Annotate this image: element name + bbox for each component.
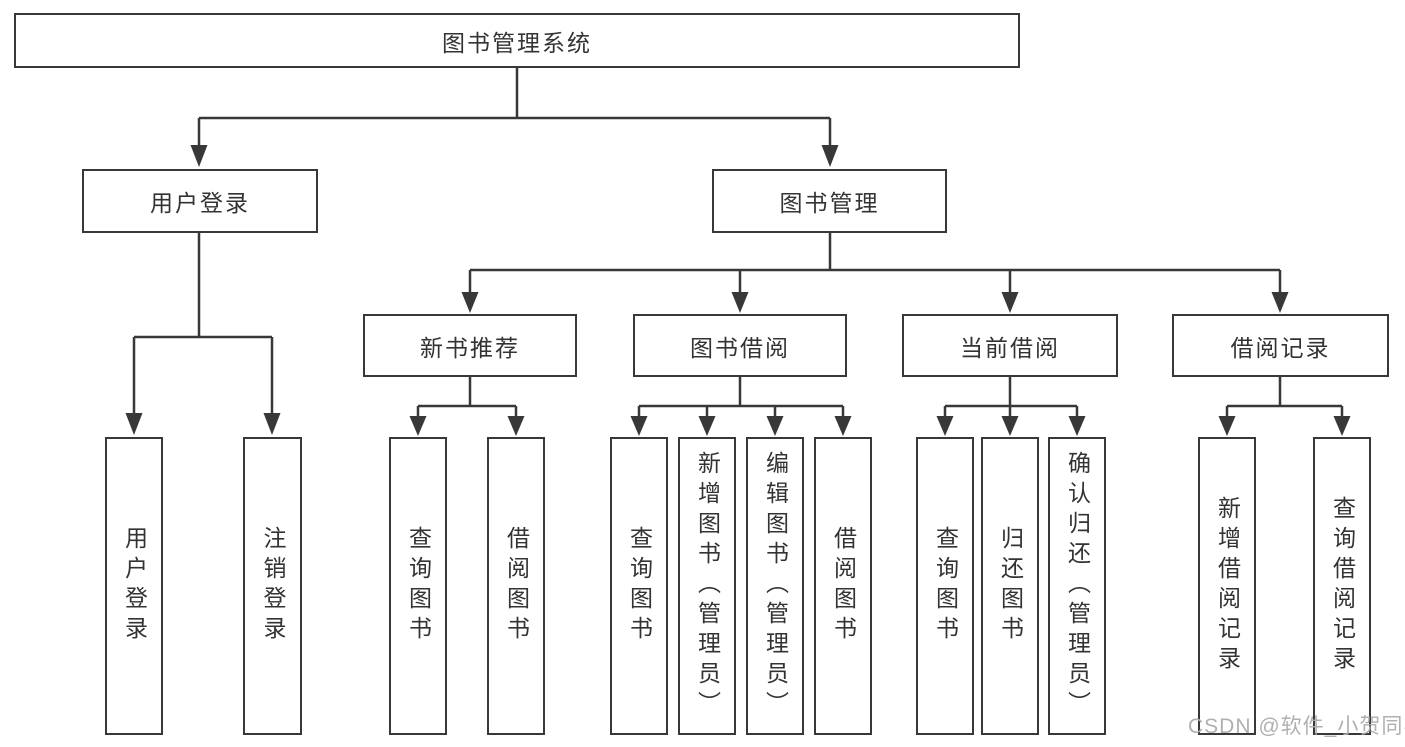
leaf-current-query-books: 查询图书 [916, 437, 974, 735]
arrowheads [125, 145, 1351, 436]
leaf-recommend-borrow-books-label: 借阅图书 [503, 526, 530, 646]
leaf-borrowing-query-books: 查询图书 [610, 437, 668, 735]
leaf-confirm-return-admin-label: 确认归还（管理员） [1064, 451, 1091, 721]
leaf-return-books: 归还图书 [981, 437, 1039, 735]
node-book-management: 图书管理 [712, 169, 947, 233]
leaf-add-books-admin-label: 新增图书（管理员） [694, 451, 721, 721]
leaf-logout: 注销登录 [243, 437, 302, 735]
leaf-add-books-admin: 新增图书（管理员） [678, 437, 736, 735]
node-current-borrowing: 当前借阅 [902, 314, 1118, 377]
leaf-user-login: 用户登录 [105, 437, 163, 735]
node-user-login: 用户登录 [82, 169, 318, 233]
leaf-edit-books-admin: 编辑图书（管理员） [746, 437, 804, 735]
node-library-system-label: 图书管理系统 [442, 29, 592, 56]
leaf-borrowing-borrow-books-label: 借阅图书 [830, 526, 857, 646]
leaf-add-borrow-record: 新增借阅记录 [1198, 437, 1256, 735]
leaf-add-borrow-record-label: 新增借阅记录 [1214, 496, 1241, 676]
csdn-watermark: CSDN @软件_小贺同学 [1188, 715, 1405, 738]
leaf-borrowing-borrow-books: 借阅图书 [814, 437, 872, 735]
node-user-login-label: 用户登录 [150, 190, 250, 216]
leaf-edit-books-admin-label: 编辑图书（管理员） [762, 451, 789, 721]
connector-strokes [132, 68, 1344, 420]
leaf-return-books-label: 归还图书 [997, 526, 1024, 646]
node-borrowing-records-label: 借阅记录 [1230, 334, 1331, 361]
node-book-management-label: 图书管理 [779, 190, 880, 216]
node-new-book-recommend: 新书推荐 [363, 314, 577, 377]
leaf-current-query-books-label: 查询图书 [932, 526, 959, 646]
node-book-borrowing-label: 图书借阅 [690, 334, 790, 361]
leaf-user-login-label: 用户登录 [121, 526, 148, 646]
leaf-confirm-return-admin: 确认归还（管理员） [1048, 437, 1106, 735]
leaf-recommend-query-books: 查询图书 [389, 437, 447, 735]
leaf-logout-label: 注销登录 [260, 526, 286, 646]
leaf-recommend-query-books-label: 查询图书 [405, 526, 432, 646]
node-library-system: 图书管理系统 [14, 13, 1020, 68]
node-borrowing-records: 借阅记录 [1172, 314, 1389, 377]
leaf-query-borrow-record: 查询借阅记录 [1313, 437, 1371, 735]
node-new-book-recommend-label: 新书推荐 [420, 334, 520, 361]
node-current-borrowing-label: 当前借阅 [960, 334, 1060, 361]
leaf-recommend-borrow-books: 借阅图书 [487, 437, 545, 735]
leaf-query-borrow-record-label: 查询借阅记录 [1329, 496, 1356, 676]
leaf-borrowing-query-books-label: 查询图书 [626, 526, 653, 646]
node-book-borrowing: 图书借阅 [633, 314, 847, 377]
